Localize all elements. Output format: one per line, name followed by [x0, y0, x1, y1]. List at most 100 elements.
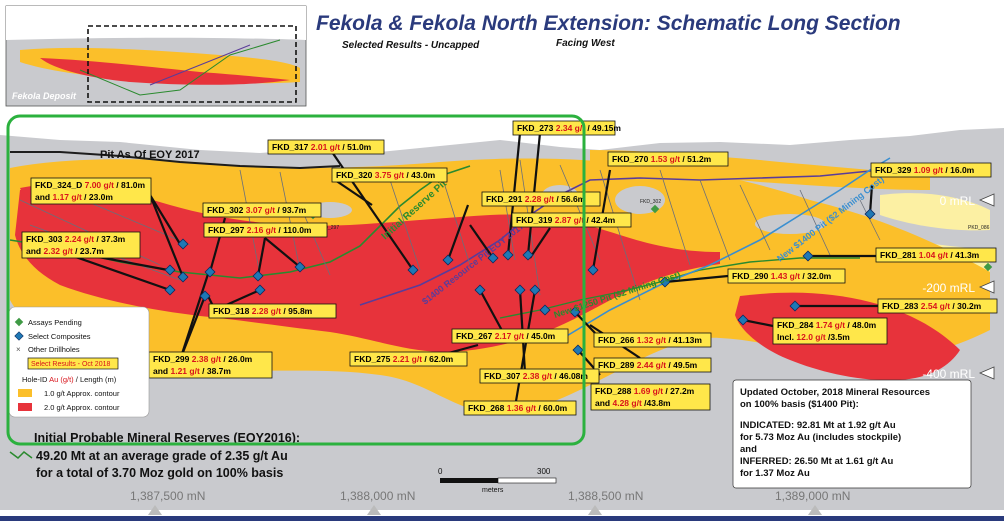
- hole-label-text: FKD_291 2.28 g/t / 56.6m: [486, 194, 586, 204]
- select-composite-diamond: [864, 208, 876, 220]
- hole-label-text: FKD_284 1.74 g/t / 48.0m: [777, 320, 877, 330]
- hole-label-text: FKD_317 2.01 g/t / 51.0m: [272, 142, 372, 152]
- hole-label-text: FKD_268 1.36 g/t / 60.0m: [468, 403, 568, 413]
- hole-label-box: FKD_303 2.24 g/t / 37.3m and 2.32 g/t / 2…: [21, 231, 141, 259]
- hole-label-text: FKD_288 1.69 g/t / 27.2m: [595, 386, 695, 396]
- select-composite-diamond: [737, 314, 749, 326]
- legend-select-results: Select Results - Oct 2018: [31, 361, 110, 368]
- scale-end: 300: [537, 467, 551, 476]
- mrl-label: -400 mRL: [922, 367, 975, 381]
- select-composite-diamond: [254, 284, 266, 296]
- reserves-line1: 49.20 Mt at an average grade of 2.35 g/t…: [36, 449, 288, 463]
- hole-label-box: FKD_268 1.36 g/t / 60.0m: [463, 400, 577, 416]
- hole-label-box: FKD_290 1.43 g/t / 32.0m: [727, 268, 846, 284]
- hole-label-box: FKD_288 1.69 g/t / 27.2m and 4.28 g/t /43…: [590, 383, 711, 411]
- select-composite-diamond: [572, 344, 584, 356]
- northing-label: 1,388,500 mN: [568, 489, 643, 503]
- hole-label-text: FKD_297 2.16 g/t / 110.0m: [208, 225, 312, 235]
- hole-label-text: FKD_290 1.43 g/t / 32.0m: [732, 271, 832, 281]
- select-composite-diamond: [407, 264, 419, 276]
- hole-label-box: FKD_266 1.32 g/t / 41.13m: [593, 332, 712, 348]
- bottom-bar: [0, 516, 1004, 521]
- reserves-panel: Initial Probable Mineral Reserves (EOY20…: [9, 431, 300, 480]
- assays-pending-icon: [14, 317, 24, 327]
- northing-label: 1,388,000 mN: [340, 489, 415, 503]
- reserves-line2: for a total of 3.70 Moz gold on 100% bas…: [36, 466, 283, 480]
- hole-label-box: FKD_267 2.17 g/t / 45.0m: [451, 328, 569, 344]
- northing-label: 1,389,000 mN: [775, 489, 850, 503]
- update-line: for 5.73 Moz Au (includes stockpile): [740, 432, 901, 443]
- update-line: INDICATED: 92.81 Mt at 1.92 g/t Au: [740, 420, 896, 431]
- hole-label-text: FKD_275 2.21 g/t / 62.0m: [354, 354, 454, 364]
- legend: Assays Pending Select Composites × Other…: [8, 306, 150, 418]
- hole-label-box: FKD_319 2.87 g/t / 42.4m: [511, 212, 632, 228]
- scale-bar: 0 300 meters: [438, 467, 557, 494]
- hole-label-text: FKD_289 2.44 g/t / 49.5m: [598, 360, 698, 370]
- pit-eoy-2017-line: [10, 151, 341, 170]
- update-line: Updated October, 2018 Mineral Resources: [740, 387, 930, 398]
- subtitle: Selected Results - Uncapped: [342, 40, 480, 51]
- hole-label-box: FKD_283 2.54 g/t / 30.2m: [877, 298, 998, 314]
- pale-zone: [880, 193, 990, 231]
- inset-label: Fekola Deposit: [12, 91, 77, 101]
- pit-eoy-label: Pit As Of EOY 2017: [100, 149, 200, 161]
- select-composite-diamond: [204, 266, 216, 278]
- hole-label-text: FKD_281 1.04 g/t / 41.3m: [880, 250, 980, 260]
- reserves-title: Initial Probable Mineral Reserves (EOY20…: [34, 431, 300, 445]
- select-composite-diamond: [659, 276, 671, 288]
- hole-label-text: FKD_303 2.24 g/t / 37.3m: [26, 234, 126, 244]
- hole-label-box: FKD_318 2.28 g/t / 95.8m: [208, 303, 337, 319]
- hole-label-box: FKD_281 1.04 g/t / 41.3m: [875, 247, 997, 263]
- select-composite-diamond: [587, 264, 599, 276]
- select-composite-markers: [164, 208, 876, 356]
- scale-start: 0: [438, 467, 443, 476]
- northing-tick-icon: [148, 505, 162, 515]
- inset-map: Fekola Deposit: [5, 5, 307, 107]
- small-hole-label: PKD_086: [968, 225, 990, 231]
- hole-label-text: FKD_267 2.17 g/t / 45.0m: [456, 331, 556, 341]
- hole-label-text: and 1.21 g/t / 38.7m: [153, 366, 231, 376]
- hole-label-text: and 4.28 g/t /43.8m: [595, 398, 671, 408]
- hole-label-text: FKD_307 2.38 g/t / 46.08m: [484, 371, 588, 381]
- hole-label-box: FKD_329 1.09 g/t / 16.0m: [870, 162, 992, 178]
- hole-label-text: FKD_273 2.34 g/t / 49.15m: [517, 123, 621, 133]
- hole-label-box: FKD_317 2.01 g/t / 51.0m: [267, 139, 385, 155]
- update-line: and: [740, 444, 757, 455]
- select-composite-diamond: [487, 252, 499, 264]
- legend-other-drillholes: Other Drillholes: [28, 345, 80, 354]
- scale-unit: meters: [482, 487, 504, 494]
- hole-label-box: FKD_289 2.44 g/t / 49.5m: [593, 357, 712, 373]
- select-composite-diamond: [164, 284, 176, 296]
- hole-label-box: FKD_307 2.38 g/t / 46.08m: [479, 368, 600, 384]
- select-composite-diamond: [789, 300, 801, 312]
- select-composite-diamond: [569, 306, 581, 318]
- hole-label-text: and 1.17 g/t / 23.0m: [35, 192, 113, 202]
- small-hole-label: FKD_302: [640, 199, 661, 205]
- hole-label-text: FKD_302 3.07 g/t / 93.7m: [207, 205, 307, 215]
- northing-axis: 1,387,500 mN 1,388,000 mN 1,388,500 mN 1…: [130, 489, 850, 503]
- legend-contour-1: 1.0 g/t Approx. contour: [44, 389, 120, 398]
- hole-label-box: FKD_273 2.34 g/t / 49.15m: [512, 120, 621, 136]
- hole-label-box: FKD_291 2.28 g/t / 56.6m: [481, 191, 601, 207]
- hole-label-text: FKD_270 1.53 g/t / 51.2m: [612, 154, 712, 164]
- hole-label-text: FKD_266 1.32 g/t / 41.13m: [598, 335, 702, 345]
- waste-pod: [615, 186, 665, 214]
- hole-label-text: FKD_283 2.54 g/t / 30.2m: [882, 301, 982, 311]
- select-composite-icon: [14, 331, 24, 341]
- select-composite-diamond: [539, 304, 551, 316]
- contour-1g-swatch: [18, 389, 32, 397]
- update-line: on 100% basis ($1400 Pit):: [740, 399, 859, 410]
- mrl-label: -200 mRL: [922, 281, 975, 295]
- hole-label-text: FKD_318 2.28 g/t / 95.8m: [213, 306, 313, 316]
- hole-label-text: FKD_329 1.09 g/t / 16.0m: [875, 165, 975, 175]
- hole-label-text: FKD_324_D 7.00 g/t / 81.0m: [35, 180, 146, 190]
- northing-tick-icon: [367, 505, 381, 515]
- select-composite-diamond: [802, 250, 814, 262]
- hole-label-text: and 2.32 g/t / 23.7m: [26, 246, 104, 256]
- select-composite-diamond: [252, 270, 264, 282]
- select-composite-diamond: [177, 271, 189, 283]
